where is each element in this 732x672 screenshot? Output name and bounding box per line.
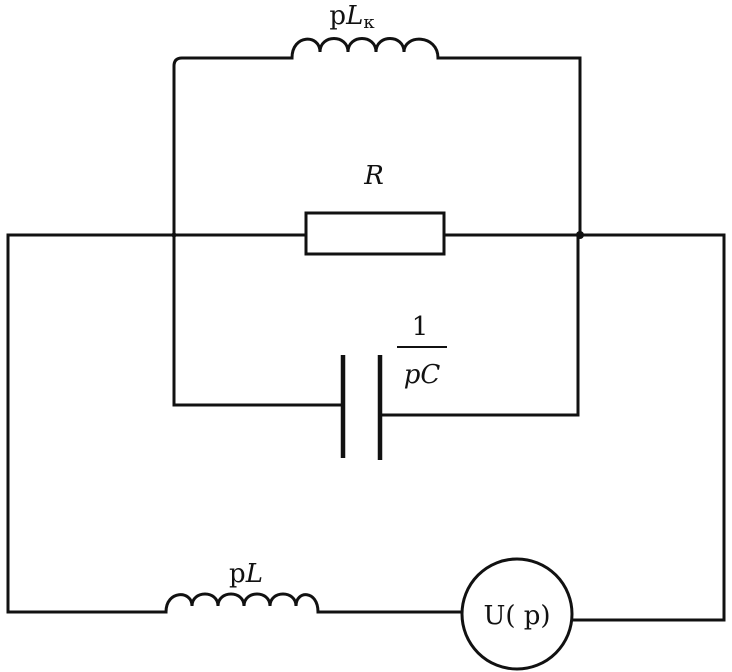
voltage-source-circle [460, 557, 574, 671]
wire-outer-right [570, 233, 726, 622]
voltage-source-label: U( p) [483, 601, 550, 631]
wire-top-right [436, 56, 582, 237]
coupling-inductor-label-symbol: L [345, 1, 363, 31]
series-inductor: pL [164, 559, 320, 614]
series-inductor-label-prefix: p [229, 559, 246, 589]
parallel-network-wires [172, 56, 582, 417]
coupling-inductor-label: pLк [329, 1, 375, 33]
voltage-source: U( p) [460, 557, 574, 671]
series-inductor-coil [164, 592, 320, 614]
resistor-label: R [363, 161, 384, 191]
capacitor-label-numerator: 1 [412, 312, 429, 342]
outer-loop-wires [6, 233, 726, 622]
resistor-body [304, 211, 446, 256]
resistor: R [304, 161, 446, 256]
wire-capacitor-right [378, 236, 580, 417]
junction-node-left [171, 232, 177, 238]
capacitor-label-denominator: pC [404, 360, 441, 390]
coupling-inductor-coil [290, 37, 440, 60]
capacitor: 1 pC [340, 312, 447, 460]
series-inductor-label: pL [229, 559, 263, 589]
coupling-inductor-label-prefix: p [329, 1, 346, 31]
coupling-inductor: pLк [290, 1, 440, 60]
wire-outer-left [6, 233, 176, 614]
wire-top-left [172, 56, 294, 407]
series-inductor-label-symbol: L [245, 559, 263, 589]
junction-node-right [576, 231, 584, 239]
coupling-inductor-label-subscript: к [363, 12, 375, 33]
